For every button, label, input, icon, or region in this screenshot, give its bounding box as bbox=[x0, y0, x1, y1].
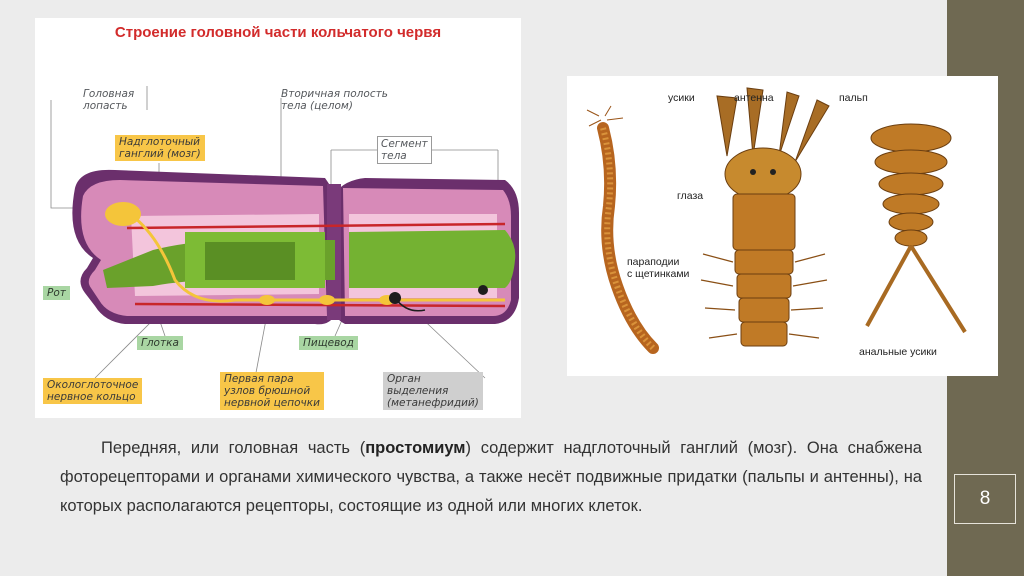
worm-head-diagram: Строение головной части кольчатого червя bbox=[35, 18, 521, 418]
label-excretory-organ: Орган выделения (метанефридий) bbox=[383, 372, 483, 410]
slide-caption: Передняя, или головная часть (простомиум… bbox=[60, 434, 922, 521]
caption-text-end: ) содержит надглоточный ганглий (мозг). … bbox=[60, 439, 922, 515]
label-nodes-line1: Первая пара bbox=[224, 373, 294, 385]
worm-anatomy-illustration bbox=[50, 86, 519, 379]
label-eyes: глаза bbox=[677, 190, 704, 202]
label-palp: пальп bbox=[839, 92, 868, 104]
label-coelom-line1: Вторичная полость bbox=[281, 88, 388, 100]
label-segment-line2: тела bbox=[381, 150, 407, 162]
label-nodes-line3: нервной цепочки bbox=[224, 397, 320, 409]
label-supraesophageal-ganglion: Надглоточный ганглий (мозг) bbox=[115, 135, 205, 161]
label-circumpharyngeal-ring: Окологлоточное нервное кольцо bbox=[43, 378, 143, 404]
label-coelom: Вторичная полость тела (целом) bbox=[281, 88, 388, 112]
label-segment-line1: Сегмент bbox=[381, 138, 428, 150]
label-ring-line1: Окологлоточное bbox=[47, 379, 139, 391]
label-mouth: Рот bbox=[43, 286, 70, 300]
label-head-lobe: Головная лопасть bbox=[83, 88, 134, 112]
caption-bold-term: простомиум bbox=[365, 439, 466, 457]
label-parapodia-line2: с щетинками bbox=[627, 268, 690, 280]
diagram-title: Строение головной части кольчатого червя bbox=[114, 24, 442, 41]
polychaete-illustration bbox=[586, 87, 967, 354]
label-pharynx: Глотка bbox=[137, 336, 183, 350]
label-ganglion-line2: ганглий (мозг) bbox=[119, 148, 201, 160]
label-parapodia: параподии с щетинками bbox=[627, 256, 689, 280]
label-ring-line2: нервное кольцо bbox=[47, 391, 136, 403]
polychaete-figure: усики антенна пальп глаза параподии с ще… bbox=[567, 76, 998, 376]
label-parapodia-line1: параподии bbox=[627, 256, 680, 268]
label-body-segment: Сегмент тела bbox=[377, 136, 432, 164]
label-anal-cirri: анальные усики bbox=[859, 346, 937, 358]
label-coelom-line2: тела (целом) bbox=[281, 100, 353, 112]
label-antenna: антенна bbox=[734, 92, 774, 104]
label-organ-line1: Орган bbox=[387, 373, 421, 385]
label-head-lobe-line1: Головная bbox=[83, 88, 135, 100]
label-organ-line3: (метанефридий) bbox=[387, 397, 479, 409]
caption-text-start: Передняя, или головная часть ( bbox=[101, 439, 366, 457]
label-organ-line2: выделения bbox=[387, 385, 449, 397]
label-nodes-line2: узлов брюшной bbox=[224, 385, 311, 397]
page-number: 8 bbox=[954, 474, 1016, 524]
label-ventral-nerve-nodes: Первая пара узлов брюшной нервной цепочк… bbox=[220, 372, 324, 410]
label-esophagus: Пищевод bbox=[299, 336, 358, 350]
label-ganglion-line1: Надглоточный bbox=[119, 136, 200, 148]
label-cirri: усики bbox=[668, 92, 695, 104]
label-head-lobe-line2: лопасть bbox=[83, 100, 128, 112]
